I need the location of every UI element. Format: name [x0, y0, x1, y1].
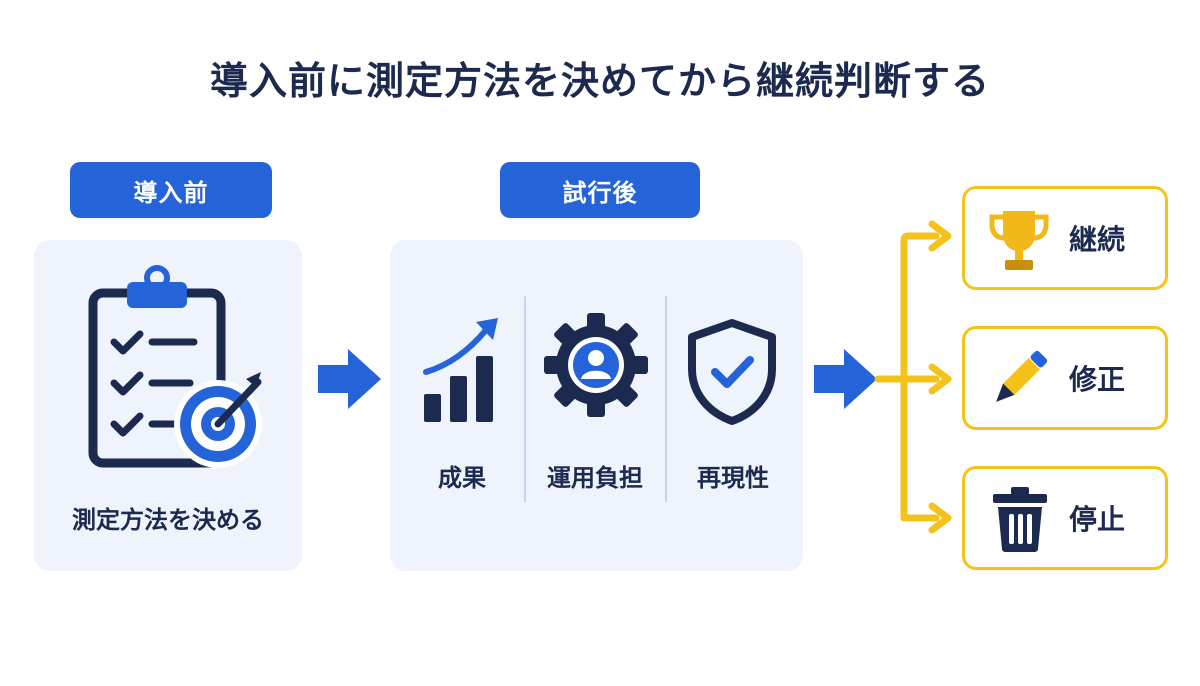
shield-check-icon — [688, 319, 776, 425]
metric-label-3: 再現性 — [697, 464, 769, 492]
arrow-right-icon — [814, 349, 877, 409]
metric-label-2: 運用負担 — [547, 464, 643, 492]
outcome-revise: 修正 — [962, 326, 1168, 430]
outcome-label-continue: 継続 — [1069, 223, 1126, 256]
clipboard-target-icon — [88, 265, 262, 468]
divider — [665, 296, 667, 502]
page-title: 導入前に測定方法を決めてから継続判断する — [209, 59, 990, 103]
branch-connector — [874, 220, 952, 534]
pencil-icon — [996, 350, 1048, 402]
outcome-stop: 停止 — [962, 466, 1168, 570]
arrow-right-icon — [318, 349, 381, 409]
gear-user-icon — [544, 313, 648, 417]
metric-label-1: 成果 — [438, 464, 486, 492]
before-tag: 導入前 — [70, 162, 272, 218]
outcome-label-stop: 停止 — [1069, 503, 1126, 536]
trash-icon — [993, 487, 1047, 552]
outcome-continue: 継続 — [962, 186, 1168, 290]
before-label: 測定方法を決める — [72, 506, 264, 534]
outcome-label-revise: 修正 — [1069, 363, 1126, 396]
divider — [524, 296, 526, 502]
trophy-icon — [989, 211, 1049, 270]
growth-chart-icon — [423, 318, 498, 422]
after-tag: 試行後 — [500, 162, 700, 218]
